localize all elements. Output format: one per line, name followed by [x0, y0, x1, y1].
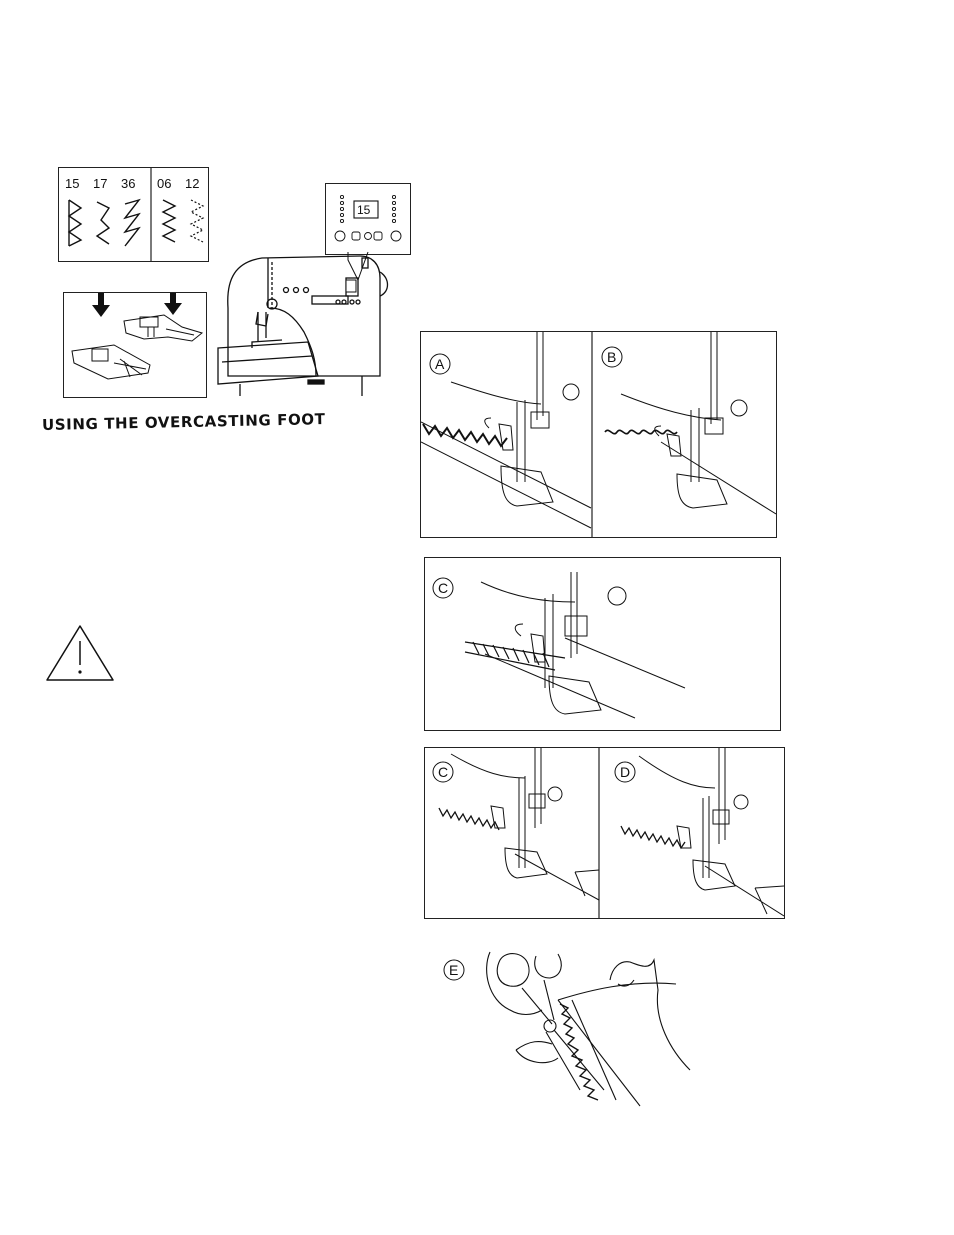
stitch-number-12: 12	[185, 176, 199, 191]
stitch-pattern-chart: 15 17 36 06 12	[58, 167, 209, 262]
zigzag-stitch-line	[439, 808, 499, 830]
down-arrow-icon	[92, 293, 110, 317]
overcasting-foot	[124, 315, 202, 341]
stitch-number-36: 36	[121, 176, 135, 191]
figure-panel-a-b: A B	[420, 331, 777, 538]
zigzag-stitch-line	[621, 826, 685, 848]
section-heading: USING THE OVERCASTING FOOT	[42, 410, 326, 434]
figure-e-trimming: E	[440, 940, 700, 1110]
stitch-17-symbol	[97, 202, 109, 244]
stitch-number-15: 15	[65, 176, 79, 191]
stitch-12-symbol	[191, 200, 203, 242]
figure-label-c: C	[438, 764, 448, 780]
overcast-seam-zigzag	[560, 1004, 598, 1100]
stitch-number-06: 06	[157, 176, 171, 191]
callout-pointer	[340, 250, 370, 300]
figure-panel-c-wide: C	[424, 557, 781, 731]
overcast-stitch-line	[423, 424, 507, 446]
stitch-display: 15	[357, 203, 371, 217]
figure-label-a: A	[435, 356, 445, 372]
caution-icon	[44, 623, 116, 683]
fabric-edge-stripes	[465, 642, 565, 670]
figure-panel-c-d: C D	[424, 747, 785, 919]
presser-feet-illustration	[63, 292, 207, 398]
overcast-loop-stitch	[605, 430, 677, 433]
figure-label-d: D	[620, 764, 630, 780]
standard-foot	[72, 345, 150, 379]
stitch-36-symbol	[125, 200, 139, 246]
stitch-number-17: 17	[93, 176, 107, 191]
figure-label-b: B	[607, 349, 616, 365]
figure-label-e: E	[449, 962, 458, 978]
stitch-15-symbol	[69, 200, 81, 246]
control-panel-callout: 15	[325, 183, 411, 255]
stitch-06-symbol	[163, 200, 175, 242]
figure-label-c-wide: C	[438, 580, 448, 596]
down-arrow-icon	[164, 293, 182, 315]
